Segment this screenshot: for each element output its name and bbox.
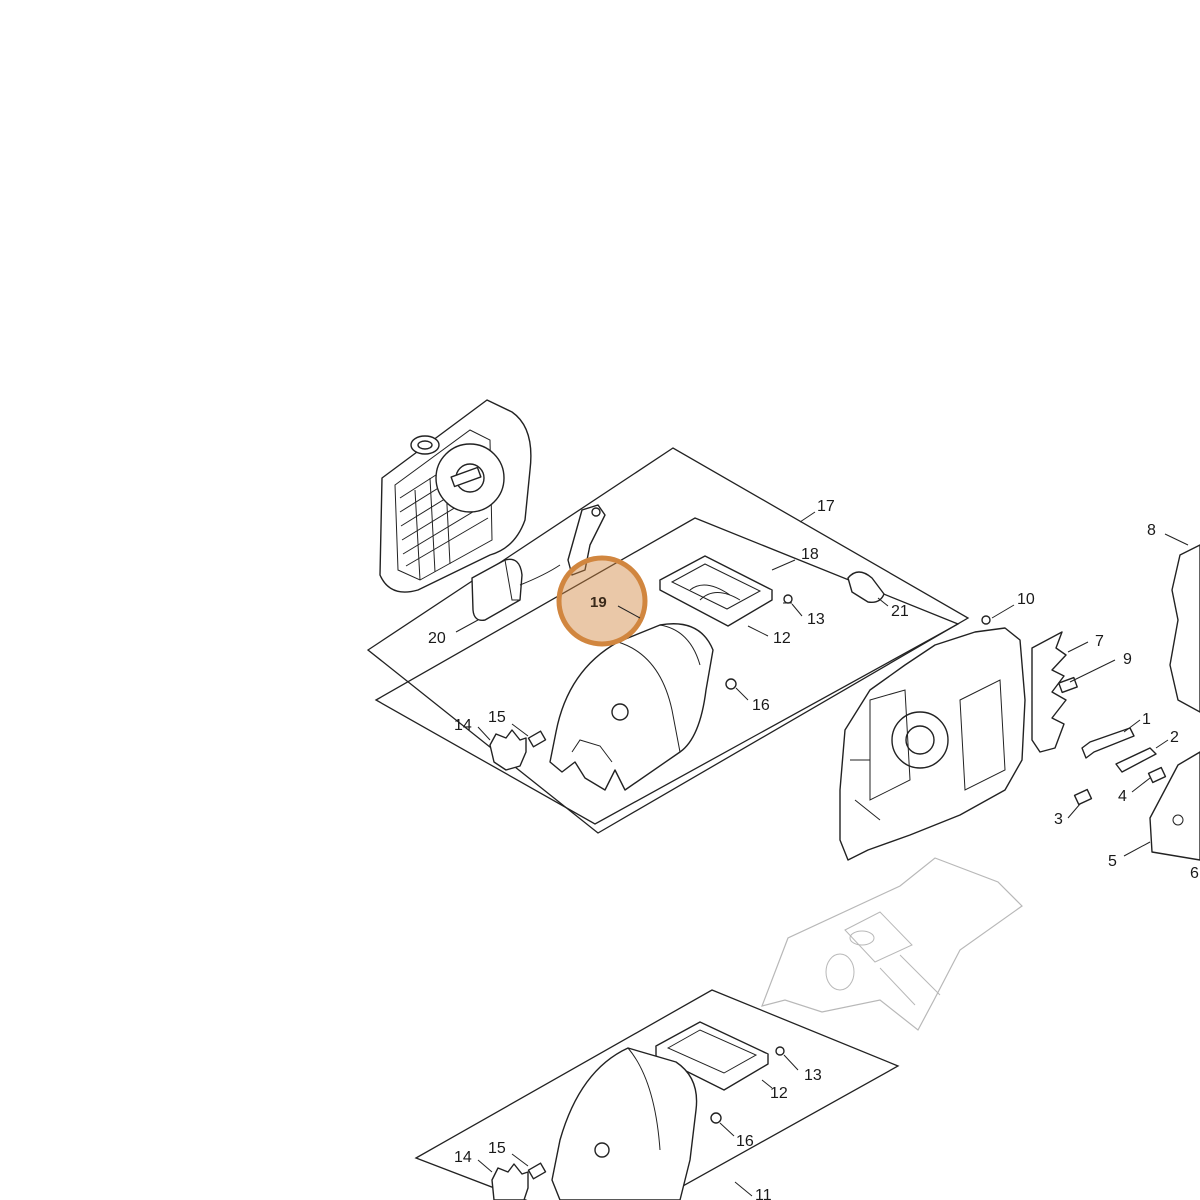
part-crankcase[interactable]: [839, 627, 1026, 861]
part-lever-19[interactable]: [567, 504, 606, 576]
label-5: 5: [1108, 853, 1117, 870]
part-screw-9[interactable]: [1058, 676, 1078, 694]
part-sleeve-15b[interactable]: [527, 1162, 547, 1180]
label-11: 11: [755, 1187, 772, 1200]
part-knob-14b[interactable]: [491, 1163, 529, 1200]
label-9: 9: [1123, 651, 1132, 668]
highlight-circle[interactable]: [556, 555, 648, 647]
label-21: 21: [891, 603, 909, 620]
part-gasket-21[interactable]: [847, 571, 885, 604]
highlight-marker-19[interactable]: 19: [556, 555, 648, 647]
label-4: 4: [1118, 788, 1127, 805]
label-14b: 14: [454, 1149, 472, 1166]
kit-frame-18: [374, 517, 960, 825]
leader-lines: [455, 511, 1189, 1197]
part-ghost-shroud: [761, 857, 1023, 1031]
label-13b: 13: [804, 1067, 822, 1084]
kit-frame-11: [414, 989, 900, 1200]
label-15b: 15: [488, 1140, 506, 1157]
label-12b: 12: [770, 1085, 788, 1102]
part-nut-4[interactable]: [1147, 766, 1167, 784]
label-3: 3: [1054, 811, 1063, 828]
part-nut-13b[interactable]: [775, 1046, 785, 1056]
part-plate-8[interactable]: [1169, 544, 1200, 713]
part-shroud-19[interactable]: [549, 623, 714, 791]
label-1: 1: [1142, 711, 1151, 728]
part-nut-16[interactable]: [725, 678, 737, 690]
label-16b: 16: [736, 1133, 754, 1150]
kit-frame-17: [366, 447, 970, 834]
part-intake-20[interactable]: [471, 558, 561, 621]
part-spike-7[interactable]: [1031, 631, 1067, 753]
label-12: 12: [773, 630, 791, 647]
part-nut-3[interactable]: [1073, 788, 1093, 806]
label-18: 18: [801, 546, 819, 563]
label-13: 13: [807, 611, 825, 628]
part-knob-14[interactable]: [489, 729, 527, 771]
part-nut-16b[interactable]: [710, 1112, 722, 1124]
part-filter-12b[interactable]: [655, 1021, 769, 1091]
label-17: 17: [817, 498, 835, 515]
label-15: 15: [488, 709, 506, 726]
label-6: 6: [1190, 865, 1199, 882]
highlight-label-19: 19: [590, 594, 607, 611]
label-20: 20: [428, 630, 446, 647]
part-guide-bar-5[interactable]: [1149, 751, 1200, 861]
label-16: 16: [752, 697, 770, 714]
part-nut-10[interactable]: [981, 615, 991, 625]
label-10: 10: [1017, 591, 1035, 608]
part-sleeve-15[interactable]: [527, 730, 547, 748]
part-shroud-19b[interactable]: [551, 1047, 698, 1200]
part-cover-20[interactable]: [379, 399, 532, 593]
label-8: 8: [1147, 522, 1156, 539]
label-14: 14: [454, 717, 472, 734]
part-nut-13[interactable]: [783, 594, 793, 604]
label-7: 7: [1095, 633, 1104, 650]
part-filter-12[interactable]: [659, 555, 773, 627]
part-stud-1[interactable]: [1081, 727, 1135, 759]
label-2: 2: [1170, 729, 1179, 746]
part-stud-2[interactable]: [1115, 747, 1157, 773]
